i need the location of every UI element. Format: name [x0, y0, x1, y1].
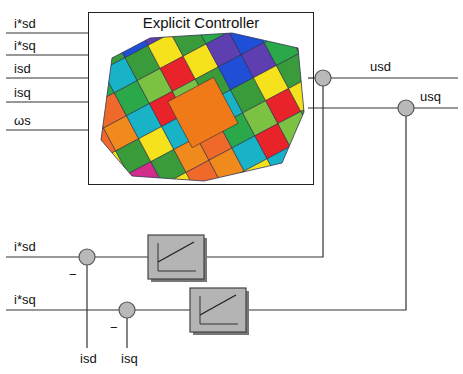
polytope-region — [279, 170, 314, 205]
polytope-region — [68, 105, 103, 140]
polytope-region — [371, 121, 406, 156]
polytope-region — [168, 77, 238, 147]
polytope-region — [275, 0, 310, 30]
polytope-region — [310, 6, 345, 41]
polytope-region — [322, 29, 357, 64]
polytope-region — [348, 133, 383, 168]
polytope-region — [233, 194, 268, 229]
input-signal: ωs — [14, 114, 31, 127]
output-signal: usd — [370, 60, 391, 73]
polytope-region — [336, 110, 371, 145]
input-signal: i*sd — [14, 17, 36, 30]
polytope-region — [276, 53, 311, 88]
input-signal: isd — [14, 62, 31, 75]
box-heading: Explicit Controller — [89, 13, 313, 31]
signal-wires — [6, 33, 458, 348]
polytope-region — [287, 18, 322, 53]
reference-signal: i*sq — [14, 293, 36, 306]
polytope-illustration — [44, 0, 406, 278]
polytope-region — [267, 147, 302, 182]
sign-mark: − — [110, 321, 118, 334]
polytope-region — [359, 98, 394, 133]
output-signal: usq — [420, 90, 441, 103]
polytope-region — [105, 174, 140, 209]
feedback-signal: isq — [121, 352, 138, 365]
input-signal: i*sq — [14, 39, 36, 52]
input-signal: isq — [14, 86, 31, 99]
polytope-region — [175, 195, 210, 230]
polytope-outline — [101, 33, 304, 181]
reference-signal: i*sd — [14, 240, 36, 253]
polytope-region — [278, 111, 313, 146]
polytope-region — [313, 122, 348, 157]
polytope-region — [298, 0, 333, 18]
sign-mark: − — [69, 268, 77, 281]
polytope-region — [44, 59, 79, 94]
polytope-region — [299, 41, 334, 76]
polytope-region — [210, 206, 245, 241]
polytope-region — [117, 197, 152, 232]
polytope-region — [205, 0, 240, 9]
polytope-region — [263, 0, 298, 7]
pi-controller-block — [148, 235, 207, 282]
controller-box: Explicit Controller — [88, 12, 314, 185]
polytope-region — [324, 87, 359, 122]
polytope-region — [290, 134, 325, 169]
polytope-region — [198, 183, 233, 218]
polytope-region — [335, 52, 370, 87]
polytope-region — [56, 82, 91, 117]
polytope-region — [256, 182, 291, 217]
polytope-region — [140, 185, 175, 220]
polytope-region — [347, 75, 382, 110]
polytope-region — [67, 47, 102, 82]
pi-controller-block — [190, 288, 249, 335]
polytope-region — [302, 157, 337, 192]
polytope-region — [221, 171, 256, 206]
polytope-region — [312, 64, 347, 99]
polytope-region — [325, 145, 360, 180]
sum-junctions — [79, 70, 414, 318]
feedback-signal: isd — [80, 352, 97, 365]
polytope-region — [301, 99, 336, 134]
